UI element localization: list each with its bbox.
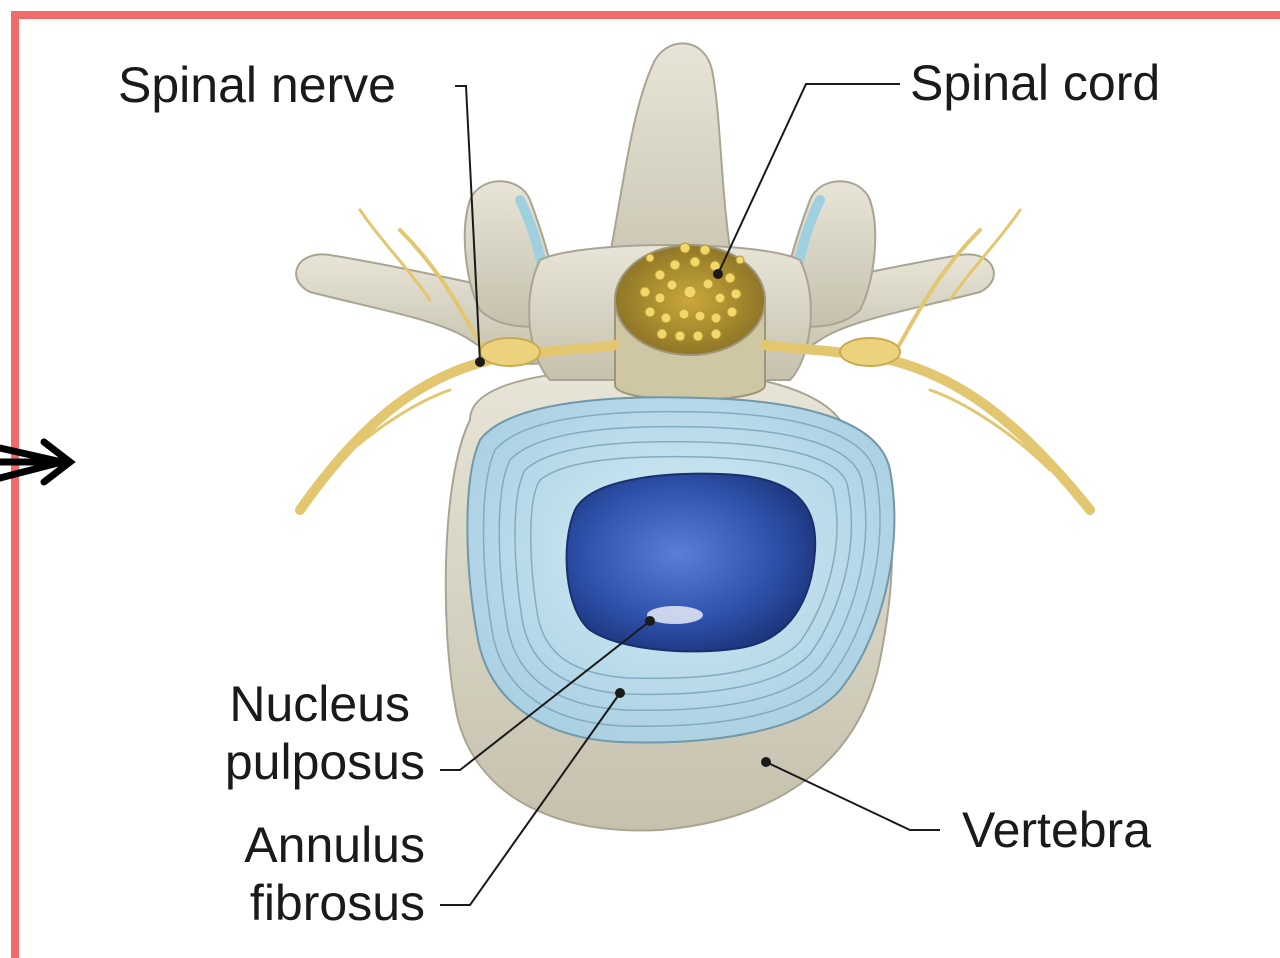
label-annulus-line2: fibrosus [150,874,425,932]
label-annulus-line1: Annulus [150,816,425,874]
dot-nucleus [645,616,655,626]
dot-vertebra [761,757,771,767]
dot-annulus [615,688,625,698]
label-vertebra: Vertebra [962,801,1151,859]
spinal-cord [615,243,765,400]
label-spinal-cord: Spinal cord [910,54,1160,112]
dot-spinal-cord [713,269,723,279]
nucleus-pulposus [567,474,816,652]
arrow-right-icon [0,442,70,482]
left-nerve-ganglion [480,338,540,366]
label-nucleus-line2: pulposus [150,733,425,791]
label-nucleus-line1: Nucleus [150,675,410,733]
label-spinal-nerve: Spinal nerve [118,56,396,114]
right-nerve-ganglion [840,338,900,366]
nucleus-highlight [647,606,703,624]
dot-spinal-nerve [475,357,485,367]
